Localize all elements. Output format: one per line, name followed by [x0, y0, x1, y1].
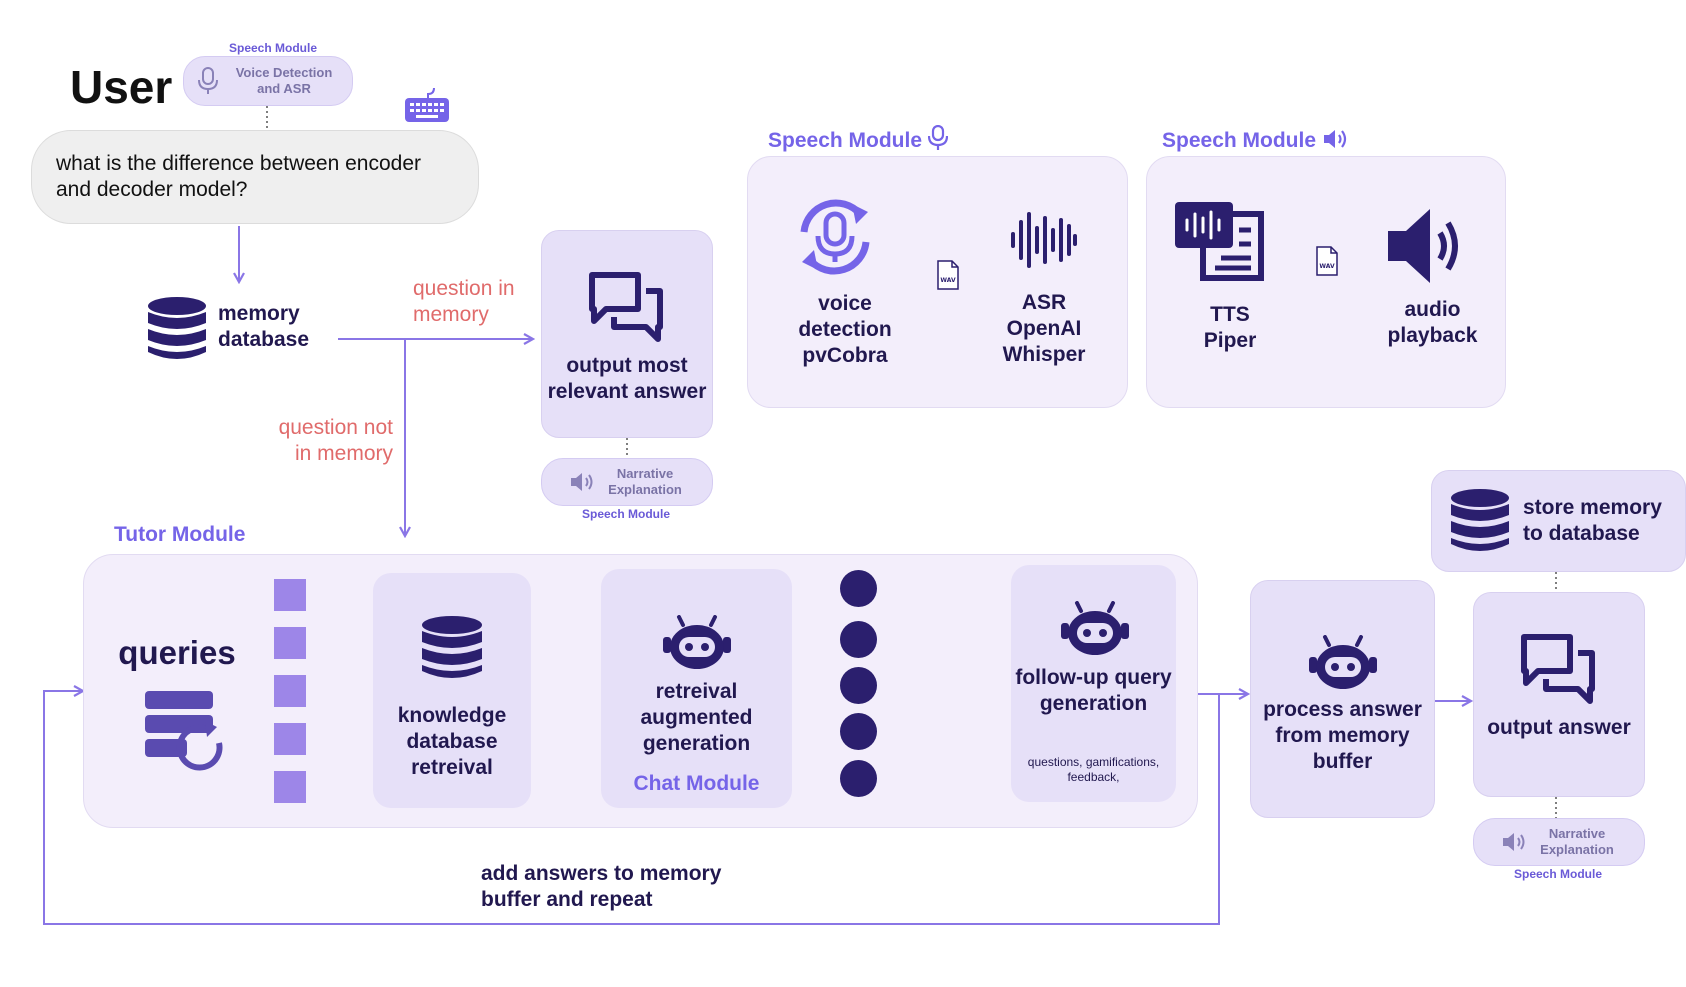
- chat-module-label: Chat Module: [633, 772, 760, 795]
- voice-detection-pill[interactable]: Voice Detection and ASR: [183, 56, 353, 106]
- tutor-title: Tutor Module: [114, 523, 246, 546]
- answer-dot-4: [840, 713, 877, 750]
- query-square-5: [274, 771, 306, 803]
- store-memory-box[interactable]: store memory to database: [1431, 470, 1686, 572]
- chat-bubbles-icon: [589, 272, 663, 342]
- file-wav-icon: WAV: [1316, 246, 1338, 276]
- file-wav-icon: WAV: [937, 260, 959, 290]
- speech-in-step2-label: ASR OpenAI Whisper: [1002, 291, 1086, 366]
- query-square-3: [274, 675, 306, 707]
- narrative-pill-1[interactable]: Narrative Explanation: [541, 458, 713, 506]
- speaker-icon: [1503, 833, 1525, 851]
- speech-out-title-text: Speech Module: [1162, 129, 1317, 152]
- user-question-text: what is the difference between encoder a…: [56, 152, 422, 201]
- process-label: process answer from memory buffer: [1263, 698, 1422, 773]
- query-square-2: [274, 627, 306, 659]
- answer-dot-2: [840, 621, 877, 658]
- speaker-icon: [1323, 130, 1346, 148]
- microphone-icon: [927, 124, 948, 150]
- user-title: User: [70, 61, 173, 113]
- knowledge-label: knowledge database retreival: [397, 704, 507, 779]
- narrative-pill-1-module: Speech Module: [581, 507, 670, 521]
- followup-label: follow-up query generation: [1015, 666, 1172, 715]
- answer-dot-1: [840, 570, 877, 607]
- robot-icon: [663, 615, 731, 669]
- queries-label: queries: [118, 634, 236, 671]
- database-icon: [148, 297, 206, 359]
- narrative-pill-2-module: Speech Module: [1513, 867, 1602, 881]
- voice-detection-pill-label: Voice Detection and ASR: [235, 65, 333, 96]
- rag-label: retreival augmented generation: [640, 680, 753, 755]
- speech-in-title-text: Speech Module: [768, 129, 923, 152]
- file-wav-tag: WAV: [940, 277, 956, 284]
- narrative-pill-1-label: Narrative Explanation: [608, 466, 682, 497]
- voice-refresh-icon: [800, 199, 870, 275]
- in-memory-label: question in memory: [413, 277, 515, 326]
- speech-out-panel: [1146, 156, 1506, 408]
- output-relevant-label: output most relevant answer: [547, 354, 707, 403]
- database-icon: [422, 616, 482, 678]
- store-memory-label: store memory to database: [1523, 496, 1662, 545]
- answer-dot-3: [840, 667, 877, 704]
- user-question-bubble[interactable]: what is the difference between encoder a…: [31, 130, 479, 224]
- output-answer-label: output answer: [1487, 716, 1631, 739]
- queries-refresh-icon: [145, 691, 223, 771]
- query-square-4: [274, 723, 306, 755]
- answer-dot-5: [840, 760, 877, 797]
- output-relevant-box[interactable]: output most relevant answer: [541, 230, 713, 438]
- speech-in-step1-label: voice detection pvCobra: [798, 292, 892, 367]
- robot-icon: [1309, 635, 1377, 689]
- narrative-pill-2[interactable]: Narrative Explanation: [1473, 818, 1645, 866]
- memory-db-label: memory database: [218, 302, 310, 351]
- speaker-icon: [1388, 209, 1458, 283]
- database-icon: [1451, 489, 1509, 551]
- file-wav-tag-2: WAV: [1319, 263, 1335, 270]
- speech-in-title: Speech Module: [768, 124, 948, 153]
- waveform-icon: [1011, 212, 1077, 268]
- knowledge-box[interactable]: knowledge database retreival: [373, 573, 531, 808]
- microphone-icon: [198, 67, 218, 94]
- followup-note: questions, gamifications, feedback,: [1027, 755, 1160, 784]
- chat-bubbles-icon: [1521, 634, 1595, 704]
- followup-box[interactable]: follow-up query generation questions, ga…: [1011, 565, 1176, 802]
- speech-out-step1-label: TTS Piper: [1203, 303, 1257, 352]
- keyboard-icon: [405, 87, 449, 122]
- speech-out-step2-label: audio playback: [1387, 298, 1478, 347]
- narrative-pill-2-label: Narrative Explanation: [1540, 826, 1614, 857]
- speaker-icon: [571, 473, 593, 491]
- rag-box[interactable]: retreival augmented generation Chat Modu…: [601, 569, 792, 808]
- robot-icon: [1061, 601, 1129, 655]
- loop-label: add answers to memory buffer and repeat: [481, 862, 722, 911]
- process-box[interactable]: process answer from memory buffer: [1250, 580, 1435, 818]
- tts-icon: [1175, 202, 1264, 281]
- output-answer-box[interactable]: output answer: [1473, 592, 1645, 797]
- input-pill-module-label: Speech Module: [228, 41, 317, 55]
- speech-out-title: Speech Module: [1162, 128, 1350, 153]
- not-in-memory-label: question not in memory: [278, 416, 393, 465]
- query-square-1: [274, 579, 306, 611]
